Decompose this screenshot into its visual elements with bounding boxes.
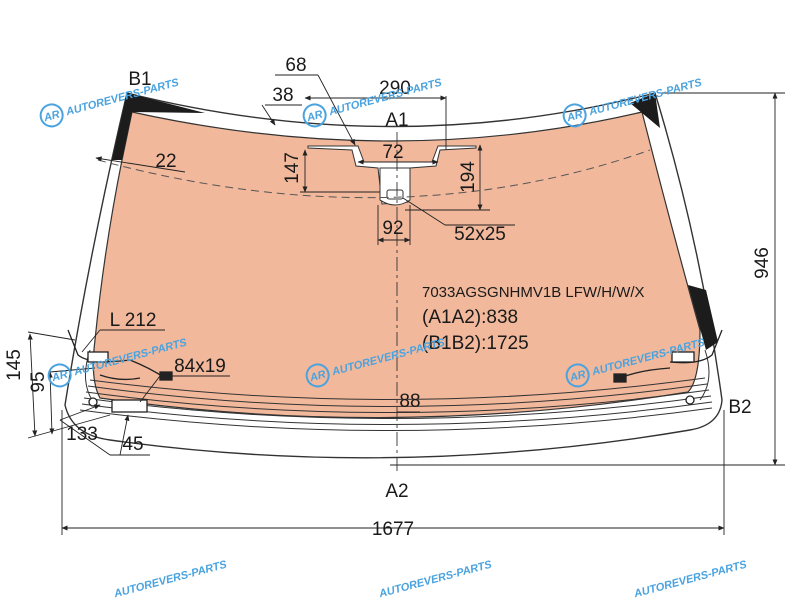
dark-band-right xyxy=(688,285,718,350)
dim-label-68: 68 xyxy=(285,55,306,76)
dim-label-22: 22 xyxy=(155,151,176,172)
dim-label-92: 92 xyxy=(382,218,403,239)
dim-label-72: 72 xyxy=(382,142,403,163)
dim-label-147: 147 xyxy=(282,152,303,184)
left-connector-wires xyxy=(67,329,173,413)
watermark-logo xyxy=(47,363,72,388)
dim-label-1677: 1677 xyxy=(372,519,414,540)
watermark: AUTOREVERS-PARTS xyxy=(377,558,494,600)
point-label-b1: B1 xyxy=(128,69,151,90)
point-label-a1: A1 xyxy=(385,110,408,131)
dim-label-290: 290 xyxy=(379,78,411,99)
watermark-logo xyxy=(562,103,587,128)
dim-label-194: 194 xyxy=(458,161,479,193)
point-label-b2: B2 xyxy=(728,397,751,418)
watermark-text: AUTOREVERS-PARTS xyxy=(112,558,229,600)
watermark-logo xyxy=(565,363,590,388)
product-b1b2: (B1B2):1725 xyxy=(422,333,529,354)
dim-label-95: 95 xyxy=(28,371,49,392)
watermark-text: AUTOREVERS-PARTS xyxy=(377,558,494,600)
dimension-lines xyxy=(27,74,785,535)
watermark-logo-text: AR xyxy=(568,369,587,385)
dim-label-84x19: 84x19 xyxy=(174,356,226,377)
watermark: AR AUTOREVERS-PARTS xyxy=(302,76,444,128)
watermark-text: AUTOREVERS-PARTS xyxy=(632,558,749,600)
watermark-logo xyxy=(302,103,327,128)
watermark: AUTOREVERS-PARTS xyxy=(632,558,749,600)
dim-label-88: 88 xyxy=(399,391,420,412)
dim-label-45: 45 xyxy=(122,434,143,455)
watermark-logo-text: AR xyxy=(308,369,327,385)
point-label-a2: A2 xyxy=(385,481,408,502)
dim-label-l212: L 212 xyxy=(110,310,157,331)
dark-band-upper-left xyxy=(112,93,205,160)
watermark: AUTOREVERS-PARTS xyxy=(112,558,229,600)
dashed-shade-line xyxy=(97,149,651,199)
product-a1a2: (A1A2):838 xyxy=(422,307,518,328)
dim-label-52x25: 52x25 xyxy=(454,224,506,245)
dim-label-133: 133 xyxy=(66,424,98,445)
watermark-logo xyxy=(39,103,64,128)
dim-label-38: 38 xyxy=(272,85,293,106)
dim-label-145: 145 xyxy=(4,349,25,381)
dark-band-upper-right xyxy=(630,93,660,128)
watermark-logo-text: AR xyxy=(50,369,69,385)
right-connector-wires xyxy=(613,329,723,405)
watermark-logo xyxy=(305,363,330,388)
product-code: 7033AGSGNHMV1B LFW/H/W/X xyxy=(422,284,645,301)
dim-label-946: 946 xyxy=(752,247,773,279)
watermark-logo-text: AR xyxy=(42,109,61,125)
watermark-logo-text: AR xyxy=(305,109,324,125)
watermark-logo-text: AR xyxy=(565,109,584,125)
